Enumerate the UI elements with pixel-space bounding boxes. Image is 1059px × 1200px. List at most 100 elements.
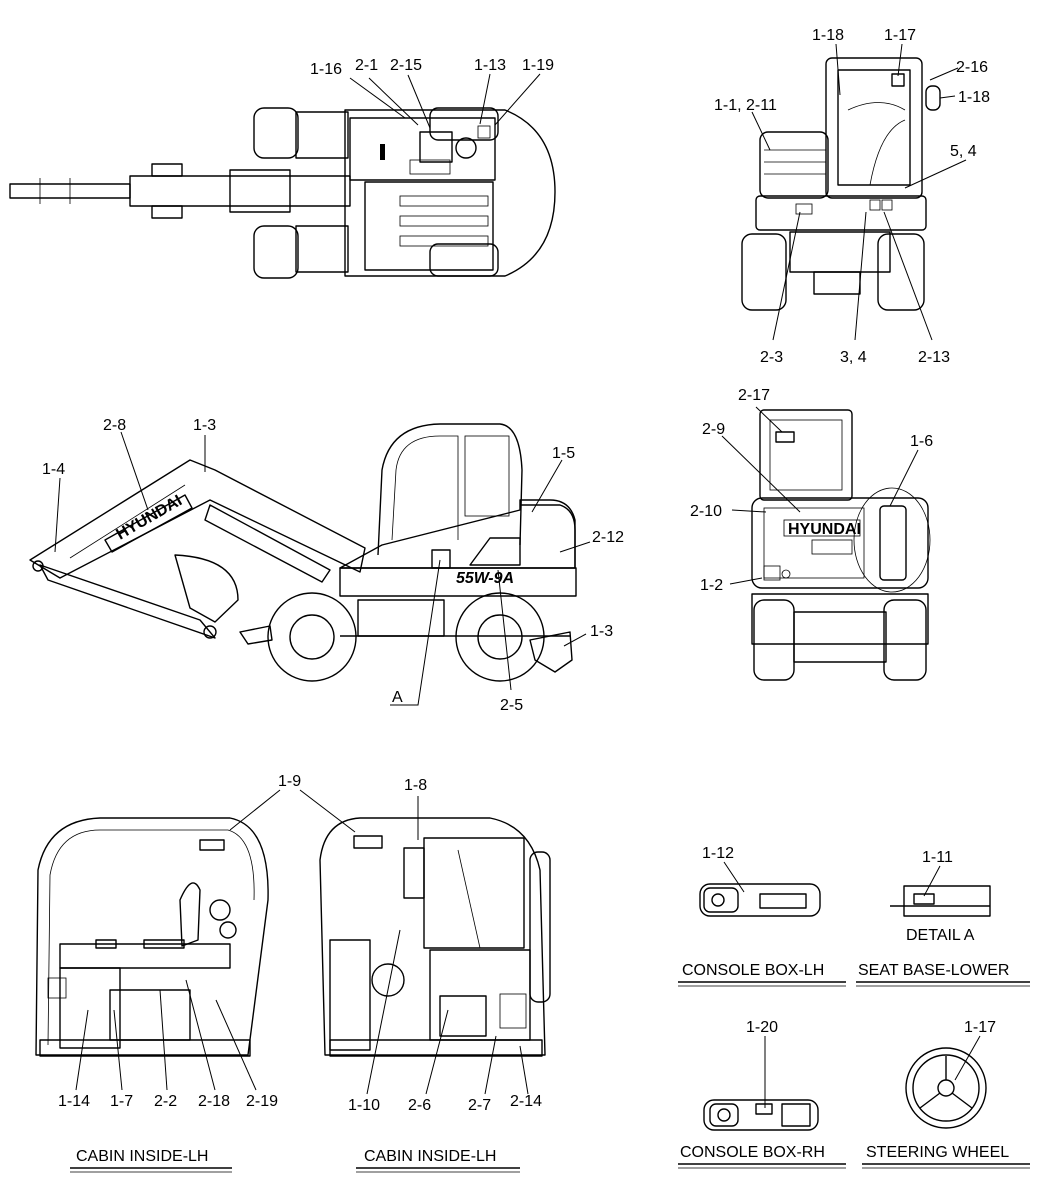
cabin-right-side-panel — [329, 939, 371, 1051]
side-wheel-rear — [455, 592, 545, 682]
caption-console-box-lh: CONSOLE BOX-LH — [682, 962, 824, 979]
cabin-right-frame — [319, 817, 546, 1056]
steering-wheel-rim — [905, 1047, 987, 1129]
callout-1-8: 1-8 — [404, 777, 427, 794]
callout-2-19: 2-19 — [246, 1093, 278, 1110]
callout-1-16: 1-16 — [310, 61, 342, 78]
callout-1-11: 1-11 — [922, 849, 953, 866]
callout-2-3: 2-3 — [760, 349, 783, 366]
callout-1-3-boom: 1-3 — [193, 417, 216, 434]
rear-mirror — [925, 85, 941, 111]
side-cab — [377, 423, 523, 556]
side-bucket — [174, 554, 239, 623]
top-wheel-front-left — [253, 107, 299, 159]
callout-2-8: 2-8 — [103, 417, 126, 434]
callout-1-7: 1-7 — [110, 1093, 133, 1110]
seat-base-body — [903, 885, 991, 917]
front-wheel-right — [883, 599, 927, 681]
caption-cabin-inside-lh-2: CABIN INSIDE-LH — [364, 1148, 496, 1165]
side-wheel-front — [267, 592, 357, 682]
callout-2-18: 2-18 — [198, 1093, 230, 1110]
cabin-right-door-window — [423, 837, 525, 949]
callout-1-18-side: 1-18 — [958, 89, 990, 106]
cabin-right-door-lower — [429, 949, 531, 1041]
cabin-left-dash — [59, 943, 231, 969]
side-upper-body — [339, 499, 576, 569]
section-captions: CABIN INSIDE-LH CABIN INSIDE-LH DETAIL A… — [70, 927, 1030, 1173]
top-engine-cover — [349, 117, 496, 181]
rear-window — [837, 69, 911, 186]
decal-texts: HYUNDAI HYUNDAI 55W-9A — [114, 492, 861, 587]
caption-detail-a: DETAIL A — [906, 927, 975, 944]
callout-1-2: 1-2 — [700, 577, 723, 594]
callout-2-7: 2-7 — [468, 1097, 491, 1114]
rear-counterweight — [755, 195, 927, 231]
rear-wheel-left — [741, 233, 787, 311]
callout-1-3-blade: 1-3 — [590, 623, 613, 640]
rear-wheel-right — [877, 233, 925, 311]
callout-1-19: 1-19 — [522, 57, 554, 74]
rear-cab-frame — [825, 57, 923, 199]
front-view — [751, 409, 931, 681]
top-boom — [129, 175, 351, 207]
callout-1-1-2-11: 1-1, 2-11 — [714, 97, 777, 114]
side-model-decal: 55W-9A — [456, 570, 514, 587]
cabin-left-seat — [179, 882, 201, 947]
callout-2-16: 2-16 — [956, 59, 988, 76]
rear-engine-hood — [759, 131, 829, 199]
side-boom — [29, 459, 366, 579]
top-view — [9, 107, 556, 279]
callout-2-17: 2-17 — [738, 387, 770, 404]
callout-2-10: 2-10 — [690, 503, 722, 520]
cabin-left-frame — [35, 817, 269, 1056]
front-wheel-left — [753, 599, 795, 681]
callout-1-17-rear: 1-17 — [884, 27, 916, 44]
callout-2-2: 2-2 — [154, 1093, 177, 1110]
callout-1-17-wheel: 1-17 — [964, 1019, 996, 1036]
top-wheel-front-right — [253, 225, 299, 279]
caption-seat-base-lower: SEAT BASE-LOWER — [858, 962, 1009, 979]
callout-1-5: 1-5 — [552, 445, 575, 462]
leader-lines — [54, 43, 981, 1108]
callout-2-1: 2-1 — [355, 57, 378, 74]
callout-2-15: 2-15 — [390, 57, 422, 74]
callout-labels: 1-16 2-1 2-15 1-13 1-19 1-18 1-17 2-16 1… — [42, 27, 996, 1114]
console-rh-body — [703, 1099, 819, 1131]
side-boom-decal-plate — [104, 494, 193, 553]
callout-2-9: 2-9 — [702, 421, 725, 438]
side-counterweight-line — [339, 567, 577, 597]
front-cab-upper — [759, 409, 853, 501]
callout-1-14: 1-14 — [58, 1093, 90, 1110]
front-side-panel — [879, 505, 907, 581]
side-view — [29, 423, 577, 682]
top-cab-roof — [364, 181, 494, 271]
front-lower-frame — [751, 593, 929, 645]
callout-A: A — [392, 689, 403, 706]
callout-2-14: 2-14 — [510, 1093, 542, 1110]
console-box-lh — [699, 883, 821, 917]
cabin-inside-left — [35, 817, 269, 1057]
top-upper-structure — [344, 109, 556, 277]
callout-1-13: 1-13 — [474, 57, 506, 74]
callout-3-4: 3, 4 — [840, 349, 867, 366]
front-body — [751, 497, 929, 589]
callout-1-12: 1-12 — [702, 845, 734, 862]
rear-view — [741, 57, 941, 311]
console-box-rh — [703, 1099, 819, 1131]
callout-1-6: 1-6 — [910, 433, 933, 450]
cabin-inside-right — [319, 817, 551, 1057]
caption-console-box-rh: CONSOLE BOX-RH — [680, 1144, 825, 1161]
cabin-left-console — [59, 967, 121, 1049]
side-arm — [39, 564, 216, 639]
callout-1-4: 1-4 — [42, 461, 65, 478]
callout-1-10: 1-10 — [348, 1097, 380, 1114]
callout-2-12: 2-12 — [592, 529, 624, 546]
callout-2-5: 2-5 — [500, 697, 523, 714]
callout-1-18-top: 1-18 — [812, 27, 844, 44]
front-brand-decal: HYUNDAI — [788, 521, 861, 538]
callout-2-6: 2-6 — [408, 1097, 431, 1114]
caption-cabin-inside-lh-1: CABIN INSIDE-LH — [76, 1148, 208, 1165]
steering-wheel — [905, 1047, 987, 1129]
